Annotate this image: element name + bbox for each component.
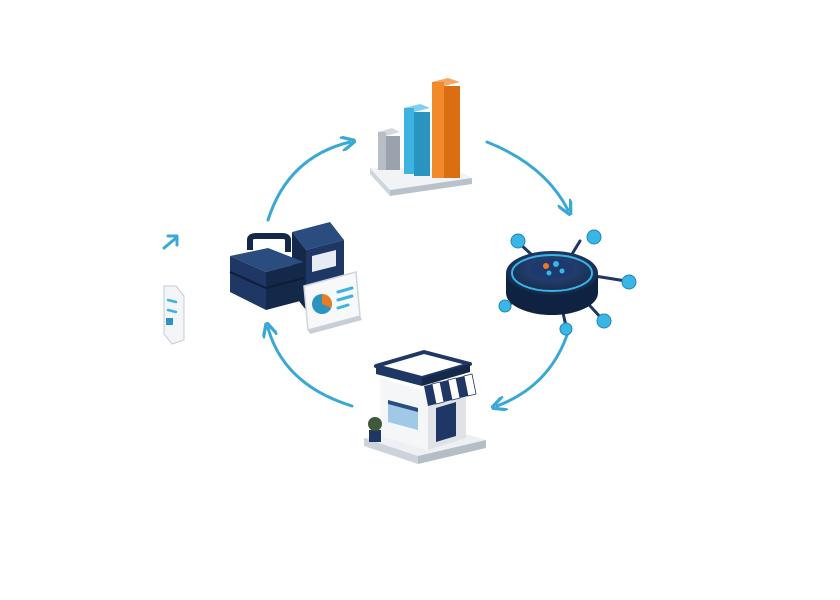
arrow-network-to-store [497, 324, 572, 406]
cycle-arrows [268, 142, 570, 406]
partial-document-icon [162, 234, 185, 345]
arrow-business-to-analytics [266, 142, 350, 222]
arrow-analytics-to-network [485, 140, 568, 210]
network-hub-icon [498, 229, 637, 336]
storefront-icon [364, 350, 486, 464]
arrow-store-to-business [268, 328, 354, 408]
briefcase-binder-icon [229, 222, 362, 334]
bar-chart-icon [370, 78, 472, 196]
